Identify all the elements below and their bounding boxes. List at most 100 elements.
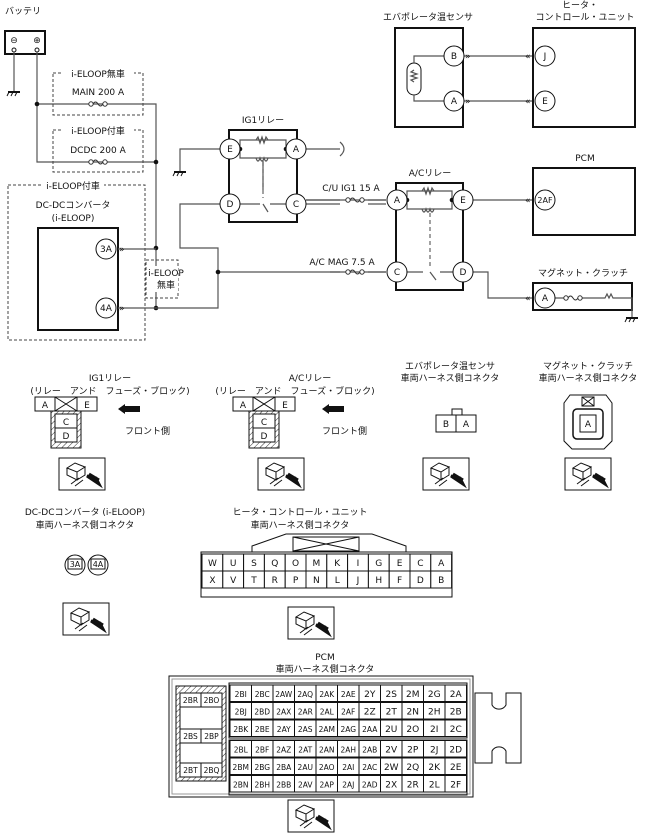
pcm-connector-pin: 2N xyxy=(401,702,424,720)
pcm-connector-pin: 2AY xyxy=(272,719,295,737)
svg-text:E: E xyxy=(84,401,90,411)
heater-connector-pin: H xyxy=(367,570,390,589)
heater-connector-pin: I xyxy=(347,553,369,572)
svg-text:2V: 2V xyxy=(385,746,398,756)
svg-text:E: E xyxy=(460,196,466,206)
svg-text:3A: 3A xyxy=(70,560,81,569)
dcdc-pin-4a: 4A » xyxy=(95,297,125,319)
svg-text:PCM: PCM xyxy=(315,653,334,663)
ac-pin-e: E xyxy=(452,189,474,211)
svg-text:D: D xyxy=(261,432,268,442)
heater-connector-pin: R xyxy=(263,570,286,589)
svg-text:2X: 2X xyxy=(385,781,397,791)
svg-text:車両ハーネス側コネクタ: 車両ハーネス側コネクタ xyxy=(251,519,350,531)
svg-text:2AF: 2AF xyxy=(537,196,553,205)
svg-text:2K: 2K xyxy=(428,763,441,773)
svg-text:ヒータ・コントロール・ユニット: ヒータ・コントロール・ユニット xyxy=(232,507,367,518)
svg-text:Q: Q xyxy=(271,559,278,569)
svg-text:2AF: 2AF xyxy=(341,708,355,717)
pcm-connector-pin: 2AI xyxy=(337,757,360,775)
fuse-main-label: MAIN 200 A xyxy=(72,88,125,98)
svg-text:B: B xyxy=(451,52,457,62)
svg-text:2AJ: 2AJ xyxy=(342,781,354,790)
svg-text:2AO: 2AO xyxy=(319,763,335,772)
pcm-connector-pin: 2BR xyxy=(179,692,202,708)
svg-text:車両ハーネス側コネクタ: 車両ハーネス側コネクタ xyxy=(276,663,375,675)
heater-pin-e: «E xyxy=(525,90,556,112)
svg-text:4A: 4A xyxy=(100,304,113,314)
svg-text:2AT: 2AT xyxy=(298,746,312,755)
svg-text:2I: 2I xyxy=(430,725,438,735)
pcm-connector-pin: 2AJ xyxy=(337,775,360,793)
svg-text:2AR: 2AR xyxy=(298,708,313,717)
heater-connector-pin: S xyxy=(243,553,265,572)
svg-text:2AK: 2AK xyxy=(319,690,335,699)
ig1-relay-title: IG1リレー xyxy=(242,116,284,126)
pcm-connector-pin: 2R xyxy=(401,775,424,793)
svg-text:2T: 2T xyxy=(386,708,398,718)
pcm-connector-pin: 2BK xyxy=(229,719,252,737)
svg-text:G: G xyxy=(375,559,382,569)
pcm-connector-pin: 2BS xyxy=(179,728,202,744)
svg-text:»: » xyxy=(465,97,471,107)
pcm-connector-pin: 2AH xyxy=(337,740,360,758)
heater-connector-pin: F xyxy=(388,570,411,589)
pcm-connector-pin: 2AL xyxy=(315,702,338,720)
svg-text:L: L xyxy=(335,576,340,586)
ig1-pin-c: C xyxy=(285,193,307,215)
pcm-connector-pin: 2AU xyxy=(294,757,317,775)
pcm-connector-pin: 2AF xyxy=(337,702,360,720)
pcm-connector-pin: 2Z xyxy=(358,702,381,720)
ground-icon xyxy=(624,317,639,323)
no-eloop-jumper-label: i-ELOOP xyxy=(148,269,184,279)
svg-text:D: D xyxy=(227,200,234,210)
svg-text:B: B xyxy=(443,420,449,430)
dcdc-title: DC-DCコンバータ xyxy=(36,200,111,211)
pcm-connector-pin: 2BL xyxy=(229,740,252,758)
pcm-connector-pin: 2AZ xyxy=(272,740,295,758)
svg-text:X: X xyxy=(209,576,215,586)
svg-text:2AG: 2AG xyxy=(340,725,356,734)
pcm xyxy=(532,167,636,236)
svg-text:2R: 2R xyxy=(407,781,419,791)
ground-icon xyxy=(6,91,21,97)
svg-text:N: N xyxy=(313,576,320,586)
svg-text:2W: 2W xyxy=(384,763,399,773)
svg-text:2BM: 2BM xyxy=(233,763,249,772)
svg-text:4A: 4A xyxy=(93,560,104,569)
svg-text:2D: 2D xyxy=(449,746,462,756)
svg-text:2BA: 2BA xyxy=(276,763,292,772)
svg-text:A: A xyxy=(293,145,300,155)
evap-pin-b: B» xyxy=(443,45,471,67)
svg-text:2Q: 2Q xyxy=(406,763,419,773)
svg-text:2AA: 2AA xyxy=(362,725,378,734)
svg-text:C: C xyxy=(293,200,299,210)
svg-text:2BN: 2BN xyxy=(233,781,249,790)
svg-text:A: A xyxy=(240,401,247,411)
battery-label: バッテリ xyxy=(5,6,41,17)
svg-text:2E: 2E xyxy=(450,763,462,773)
svg-text:2BO: 2BO xyxy=(204,696,220,705)
svg-text:2AU: 2AU xyxy=(298,763,313,772)
heater-connector-pin: Q xyxy=(263,553,286,572)
ac-pin-a: A xyxy=(386,189,408,211)
svg-text:»: » xyxy=(119,245,125,255)
svg-text:2Y: 2Y xyxy=(364,690,376,700)
heater-connector-pin: O xyxy=(284,553,307,572)
pcm-pin-2af: «2AF xyxy=(525,189,556,211)
svg-text:»: » xyxy=(119,304,125,314)
heater-connector-pin: N xyxy=(305,570,328,589)
svg-text:(リレー アンド フューズ・ブロック): (リレー アンド フューズ・ブロック) xyxy=(215,385,374,397)
svg-text:S: S xyxy=(251,559,257,569)
svg-text:2AD: 2AD xyxy=(362,781,378,790)
pcm-connector-pin: 2BJ xyxy=(229,702,252,720)
magnet-clutch-connector: マグネット・クラッチ 車両ハーネス側コネクタ A xyxy=(539,360,637,492)
svg-text:2BJ: 2BJ xyxy=(235,708,247,717)
svg-text:2BI: 2BI xyxy=(235,690,247,699)
svg-text:V: V xyxy=(230,576,237,586)
svg-text:2BL: 2BL xyxy=(234,746,249,755)
svg-text:J: J xyxy=(356,576,360,586)
